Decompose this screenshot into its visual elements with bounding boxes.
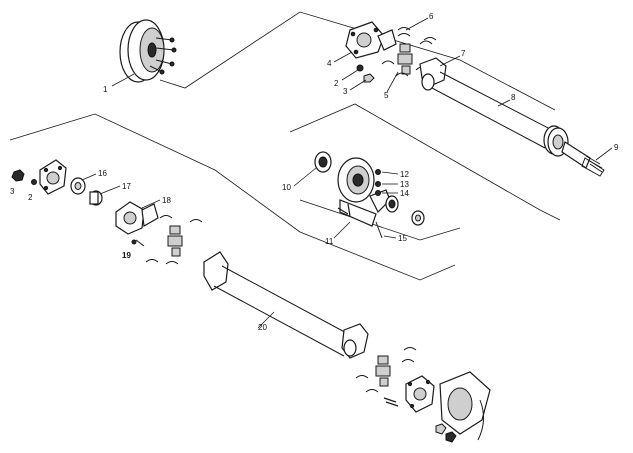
label-part-15: 15 xyxy=(398,234,407,243)
universal-joint-lower-1 xyxy=(145,215,203,265)
label-part-17: 17 xyxy=(122,182,131,191)
center-bearing-assembly xyxy=(314,151,425,239)
label-part-8: 8 xyxy=(511,93,516,102)
slip-yoke-part xyxy=(419,57,447,91)
label-part-18: 18 xyxy=(162,196,171,205)
label-part-20: 20 xyxy=(258,323,267,332)
label-part-3-upper: 3 xyxy=(343,87,348,96)
label-part-9: 9 xyxy=(614,143,619,152)
label-part-11: 11 xyxy=(325,237,334,246)
label-part-6: 6 xyxy=(429,12,434,21)
label-part-19: 19 xyxy=(122,251,131,260)
label-part-14: 14 xyxy=(400,189,409,198)
bushing-17 xyxy=(89,190,103,206)
label-part-7: 7 xyxy=(461,49,466,58)
label-part-10: 10 xyxy=(282,183,291,192)
label-part-5: 5 xyxy=(384,91,389,100)
label-part-3-lower: 3 xyxy=(10,187,15,196)
driveshaft-tube-upper xyxy=(431,71,605,177)
circlip-upper xyxy=(397,27,437,41)
label-part-16: 16 xyxy=(98,169,107,178)
driveshaft-tube-lower xyxy=(203,251,369,359)
bolt-nut-upper xyxy=(356,64,375,83)
universal-joint-lower-2 xyxy=(355,347,417,393)
axle-housing-part xyxy=(435,371,491,443)
brake-drum-part xyxy=(119,19,177,83)
label-part-1: 1 xyxy=(103,85,108,94)
label-part-13: 13 xyxy=(400,180,409,189)
guide-lines xyxy=(9,11,561,281)
lower-flange-part xyxy=(39,159,67,195)
flange-yoke-part xyxy=(345,21,397,59)
label-part-2-lower: 2 xyxy=(28,193,33,202)
label-part-2-upper: 2 xyxy=(334,79,339,88)
flange-yoke-18 xyxy=(115,201,159,247)
label-part-4: 4 xyxy=(327,59,332,68)
flange-yoke-lower-right xyxy=(383,375,435,413)
label-part-12: 12 xyxy=(400,170,409,179)
leader-lines xyxy=(81,17,613,329)
lower-left-fasteners xyxy=(11,169,37,185)
washer-16 xyxy=(70,177,86,195)
part-labels: 1 2 3 4 5 6 7 8 9 10 11 12 13 14 15 3 2 … xyxy=(10,12,619,332)
